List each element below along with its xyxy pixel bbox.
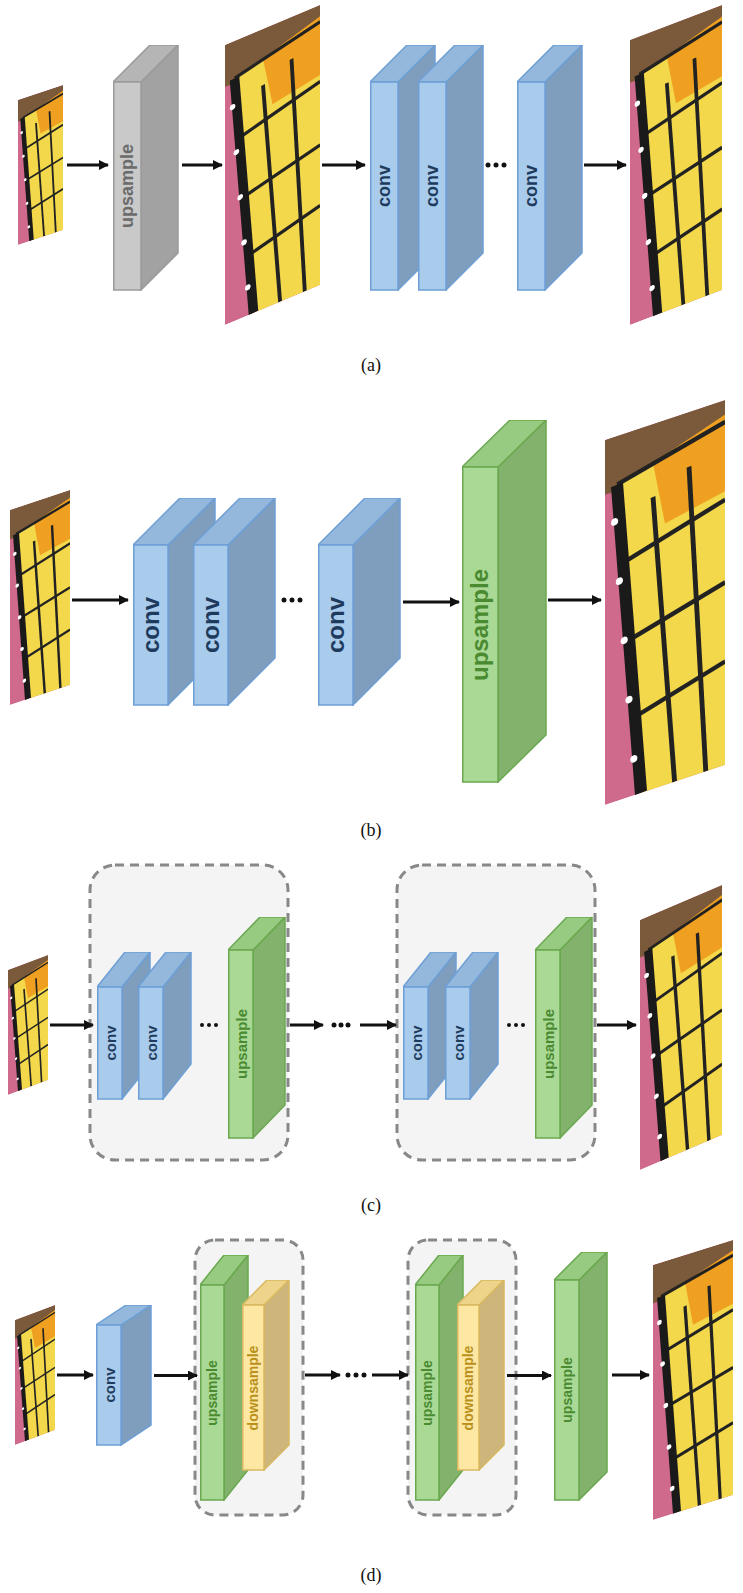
block-label: conv: [450, 1025, 465, 1060]
group-frame: [397, 865, 595, 1160]
flow-arrow: [305, 1374, 340, 1377]
layer-block: downsample: [457, 1280, 505, 1471]
block-label: conv: [375, 165, 393, 207]
butterfly-image: [15, 1305, 55, 1445]
flow-arrow: [57, 1374, 93, 1377]
layer-block: conv: [517, 45, 583, 291]
flow-arrow: [612, 1374, 649, 1377]
layer-block: upsample: [535, 917, 593, 1139]
flow-arrow: [597, 1024, 636, 1027]
flow-arrow: [372, 1374, 408, 1377]
ellipsis: [200, 1023, 218, 1027]
block-label: upsample: [540, 1009, 555, 1079]
block-label: downsample: [461, 1345, 475, 1430]
ellipsis: [486, 163, 507, 168]
block-label: upsample: [420, 1360, 434, 1425]
layer-block: upsample: [200, 1255, 249, 1501]
subfigure-label: (c): [361, 1195, 381, 1216]
block-label: upsample: [118, 144, 136, 228]
butterfly-image: [630, 5, 722, 325]
flow-arrow: [507, 1374, 551, 1377]
flow-arrow: [50, 1024, 93, 1027]
butterfly-image: [8, 955, 48, 1095]
ellipsis: [282, 598, 303, 603]
layer-block: upsample: [113, 45, 179, 291]
layer-block: conv: [445, 952, 499, 1100]
layer-block: upsample: [462, 420, 547, 783]
subfigure-label: (d): [361, 1565, 382, 1586]
butterfly-image: [225, 5, 320, 325]
subfigure-label: (a): [361, 355, 381, 376]
block-label: conv: [143, 1025, 158, 1060]
butterfly-image: [653, 1240, 733, 1520]
group-frame: [195, 1240, 303, 1515]
layer-block: upsample: [415, 1255, 464, 1501]
flow-arrow: [182, 164, 222, 167]
block-label: conv: [522, 165, 540, 207]
layer-block: upsample: [228, 917, 286, 1139]
flow-arrow: [67, 164, 108, 167]
block-label: downsample: [246, 1345, 260, 1430]
flow-arrow: [72, 599, 128, 602]
layer-block: conv: [193, 498, 276, 706]
flow-arrow: [360, 1024, 396, 1027]
block-label: conv: [199, 597, 223, 653]
group-frame: [90, 865, 288, 1160]
block-label: conv: [324, 597, 348, 653]
layer-block: conv: [418, 45, 484, 291]
flow-arrow: [290, 1024, 323, 1027]
flow-arrow: [584, 164, 626, 167]
block-label: conv: [408, 1025, 423, 1060]
butterfly-image: [18, 85, 63, 245]
subfigure-label: (b): [361, 820, 382, 841]
ellipsis: [346, 1373, 367, 1378]
block-label: upsample: [560, 1357, 574, 1422]
block-label: conv: [423, 165, 441, 207]
block-label: upsample: [233, 1009, 248, 1079]
block-label: conv: [139, 597, 163, 653]
layer-block: conv: [318, 498, 401, 706]
ellipsis: [507, 1023, 525, 1027]
flow-arrow: [403, 601, 459, 604]
block-label: conv: [101, 1367, 116, 1402]
layer-block: conv: [96, 1305, 152, 1446]
layer-block: downsample: [242, 1280, 290, 1471]
flow-arrow: [548, 599, 601, 602]
butterfly-image: [10, 490, 70, 705]
ellipsis: [332, 1023, 351, 1028]
butterfly-image: [605, 400, 725, 805]
block-label: conv: [102, 1025, 117, 1060]
flow-arrow: [322, 164, 365, 167]
flow-arrow: [154, 1374, 197, 1377]
block-label: upsample: [205, 1360, 219, 1425]
butterfly-image: [640, 885, 722, 1170]
block-label: upsample: [468, 568, 492, 680]
layer-block: upsample: [554, 1252, 608, 1501]
layer-block: conv: [138, 952, 192, 1100]
group-frame: [408, 1240, 516, 1515]
